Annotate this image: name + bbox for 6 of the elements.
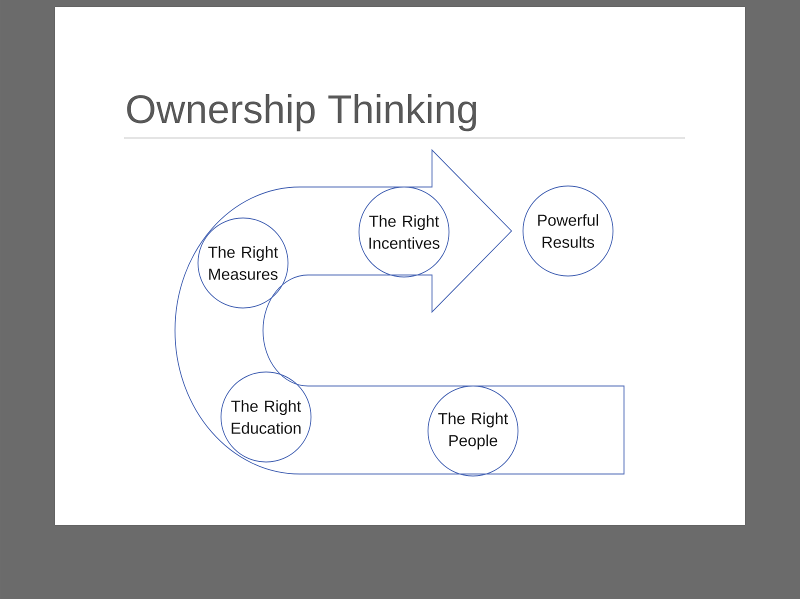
circle-node: The Right Incentives <box>358 186 450 278</box>
circle-node: Powerful Results <box>522 186 614 276</box>
slide-title: Ownership Thinking <box>127 94 476 132</box>
circle-node: The Right Measures <box>198 218 288 308</box>
circle-node: The Right People <box>428 386 518 476</box>
circle-node: The Right Education <box>220 372 312 462</box>
